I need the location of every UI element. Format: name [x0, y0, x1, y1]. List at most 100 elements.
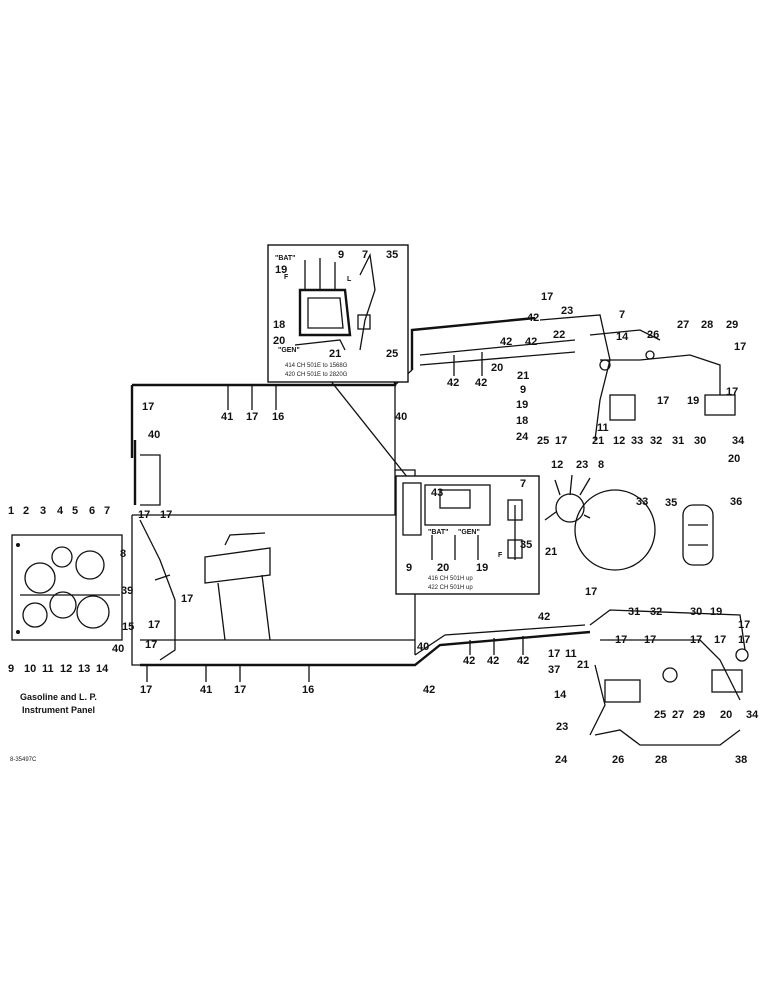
gen-label-late: "GEN": [458, 529, 480, 536]
callout-29: 29: [726, 319, 738, 331]
applies-line-1: 414 CH 501E to 1568G: [285, 363, 348, 369]
callout-41: 41: [200, 684, 212, 696]
f-terminal-label-late: F: [498, 552, 503, 559]
panel-caption-2: Instrument Panel: [22, 705, 95, 715]
callout-42: 42: [525, 336, 537, 348]
inset-regulator-early: "BAT" "GEN" F L 414 CH 501E to 1568G 420…: [267, 244, 409, 383]
callout-40: 40: [417, 641, 429, 653]
callout-41: 41: [221, 411, 233, 423]
callout-19: 19: [687, 395, 699, 407]
callout-28: 28: [701, 319, 713, 331]
callout-42: 42: [538, 611, 550, 623]
callout-17: 17: [738, 634, 750, 646]
callout-40: 40: [112, 643, 124, 655]
callout-19: 19: [710, 606, 722, 618]
tractor-frame-lines: [130, 316, 591, 667]
callout-42: 42: [463, 655, 475, 667]
callout-25: 25: [386, 348, 398, 360]
battery-cable-group: 12 23 8 33 21: [544, 459, 656, 571]
harness-ticks: [146, 352, 524, 682]
engine-lower-cluster: 17 42 31 32 30 19 17 17 17 17 17 17 11 1…: [538, 586, 759, 766]
callout-17: 17: [738, 619, 750, 631]
callout-19: 19: [476, 562, 488, 574]
callout-17: 17: [541, 291, 553, 303]
callout-1: 1: [8, 505, 14, 517]
callout-6: 6: [89, 505, 95, 517]
callout-40: 40: [395, 411, 407, 423]
callout-30: 30: [694, 435, 706, 447]
instrument-panel: Gasoline and L. P. Instrument Panel 1 2 …: [8, 505, 134, 715]
callout-21: 21: [592, 435, 604, 447]
f-terminal-label: F: [284, 274, 289, 281]
callout-42: 42: [527, 312, 539, 324]
callout-17: 17: [148, 619, 160, 631]
callout-19: 19: [516, 399, 528, 411]
callout-18: 18: [516, 415, 528, 427]
callout-32: 32: [650, 606, 662, 618]
callout-7: 7: [619, 309, 625, 321]
callout-42: 42: [475, 377, 487, 389]
callout-21: 21: [329, 348, 341, 360]
applies-late-2: 422 CH 501H up: [428, 585, 473, 591]
gen-label: "GEN": [278, 347, 300, 354]
callout-17: 17: [145, 639, 157, 651]
callout-32: 32: [650, 435, 662, 447]
callout-2: 2: [23, 505, 29, 517]
callout-42: 42: [517, 655, 529, 667]
callout-38: 38: [735, 754, 747, 766]
callout-21: 21: [517, 370, 529, 382]
callout-23: 23: [561, 305, 573, 317]
applies-line-2: 420 CH 501E to 2820G: [285, 372, 348, 378]
callout-42: 42: [423, 684, 435, 696]
callout-31: 31: [628, 606, 640, 618]
callout-14: 14: [616, 331, 629, 343]
callout-17: 17: [181, 593, 193, 605]
callout-12: 12: [60, 663, 72, 675]
callout-5: 5: [72, 505, 78, 517]
callout-17: 17: [142, 401, 154, 413]
callout-17: 17: [615, 634, 627, 646]
callout-12: 12: [551, 459, 563, 471]
callout-17: 17: [585, 586, 597, 598]
panel-caption-1: Gasoline and L. P.: [20, 692, 97, 702]
callout-37: 37: [548, 664, 560, 676]
callout-15: 15: [122, 621, 134, 633]
applies-late-1: 416 CH 501H up: [428, 576, 473, 582]
callout-17: 17: [726, 386, 738, 398]
callout-20: 20: [491, 362, 503, 374]
callout-17: 17: [714, 634, 726, 646]
callout-19: 19: [275, 264, 287, 276]
callout-12: 12: [613, 435, 625, 447]
callout-7: 7: [362, 249, 368, 261]
callout-3: 3: [40, 505, 46, 517]
callout-36: 36: [730, 496, 742, 508]
callout-35: 35: [386, 249, 398, 261]
callout-20: 20: [720, 709, 732, 721]
callout-7: 7: [104, 505, 110, 517]
callout-26: 26: [647, 329, 659, 341]
callout-11: 11: [42, 663, 54, 675]
harness-callouts: 17 41 17 16 40 42 42 40 17 17 39 17 17 1…: [112, 377, 529, 696]
callout-40: 40: [148, 429, 160, 441]
callout-35: 35: [520, 539, 532, 551]
callout-22: 22: [553, 329, 565, 341]
callout-17: 17: [690, 634, 702, 646]
inset-regulator-late: "BAT" "GEN" F 416 CH 501H up 422 CH 501H…: [395, 475, 540, 595]
callout-17: 17: [555, 435, 567, 447]
callout-18: 18: [273, 319, 285, 331]
callout-17: 17: [160, 509, 172, 521]
callout-17: 17: [246, 411, 258, 423]
callout-26: 26: [612, 754, 624, 766]
callout-25: 25: [537, 435, 549, 447]
callout-20: 20: [728, 453, 740, 465]
cartridge-36: 35 36: [665, 496, 742, 566]
engine-upper-cluster: 17 23 7 42 42 42 22 14 26 27 28 29 17 20…: [491, 291, 746, 465]
callout-29: 29: [693, 709, 705, 721]
callout-9: 9: [406, 562, 412, 574]
callout-17: 17: [734, 341, 746, 353]
callout-7: 7: [520, 478, 526, 490]
callout-27: 27: [672, 709, 684, 721]
callout-33: 33: [636, 496, 648, 508]
callout-28: 28: [655, 754, 667, 766]
